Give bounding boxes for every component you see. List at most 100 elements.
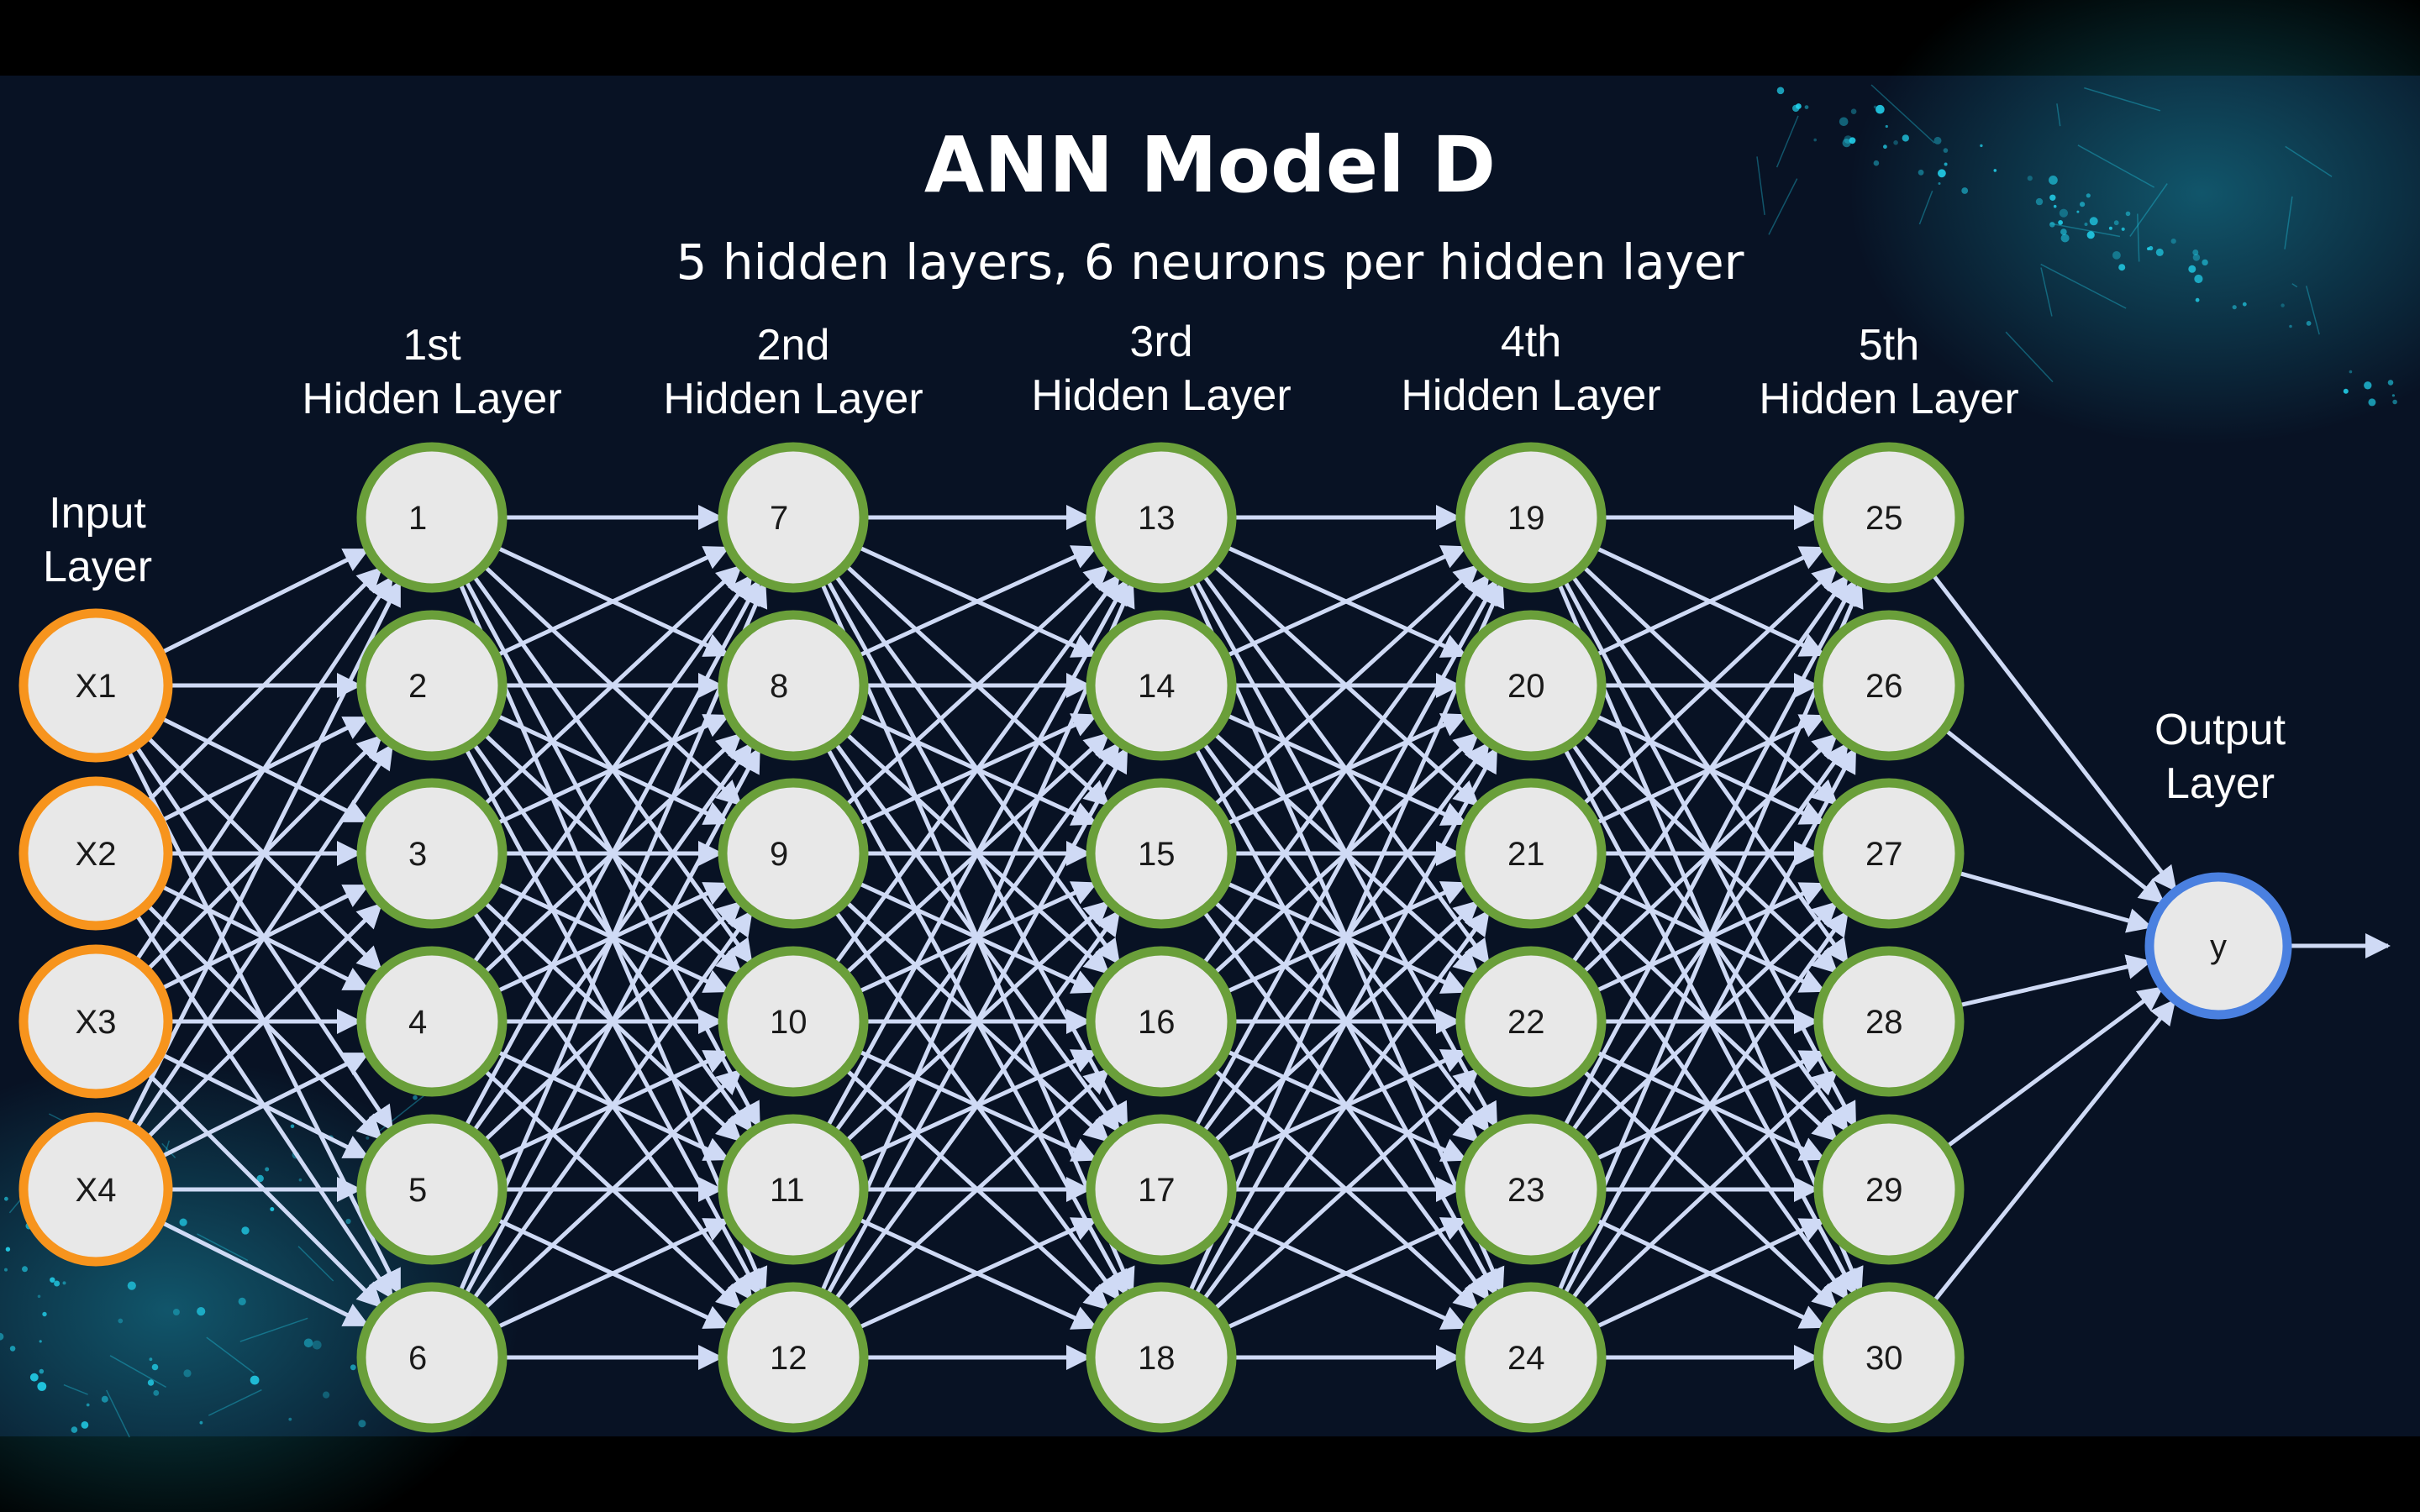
neuron-circle: [1455, 778, 1607, 929]
decor-speck: [1842, 139, 1851, 148]
decor-speck: [101, 1395, 108, 1403]
decor-line: [1756, 156, 1765, 215]
decor-speck: [241, 1226, 250, 1235]
connection-6-9: [471, 910, 753, 1302]
connection-18-19: [1187, 580, 1505, 1294]
decor-speck: [2089, 217, 2098, 226]
neuron-label: 30: [1865, 1340, 1903, 1377]
decor-speck: [22, 1266, 28, 1273]
decor-speck: [2194, 274, 2203, 284]
neuron-label: 17: [1138, 1172, 1176, 1209]
neuron-label: 14: [1138, 668, 1176, 705]
decor-speck: [1873, 160, 1880, 166]
connection-18-22: [1212, 1068, 1480, 1312]
connection-X4-3: [145, 902, 383, 1140]
decor-speck: [1876, 104, 1885, 114]
neuron-17: 17: [1086, 1114, 1237, 1265]
neuron-circle: [356, 1282, 508, 1433]
neuron-label: 26: [1865, 668, 1903, 705]
neuron-label: X4: [76, 1172, 117, 1209]
neuron-circle: [1813, 1282, 1965, 1433]
decor-speck: [1933, 136, 1942, 144]
decor-speck: [2086, 193, 2091, 198]
connection-17-19: [1193, 578, 1498, 1129]
decor-speck: [395, 1268, 400, 1273]
neuron-circle: [1086, 1282, 1237, 1433]
decor-speck: [2058, 220, 2064, 225]
connection-22-25: [1570, 574, 1849, 965]
neuron-label: 5: [408, 1172, 427, 1209]
decor-speck: [2368, 398, 2376, 407]
neuron-circle: [1086, 778, 1237, 929]
connection-11-13: [825, 578, 1128, 1129]
neuron-circle: [1813, 610, 1965, 761]
slide-title: ANN Model D: [924, 120, 1496, 210]
neuron-26: 26: [1813, 610, 1965, 761]
neuron-circle: [356, 1114, 508, 1265]
decor-line: [106, 1389, 130, 1438]
decor-speck: [1938, 182, 1941, 185]
decor-speck: [256, 1174, 264, 1183]
neuron-28: 28: [1813, 946, 1965, 1097]
neuron-circle: [718, 610, 869, 761]
connection-12-15: [833, 910, 1121, 1302]
neuron-label: 22: [1507, 1004, 1545, 1041]
connection-X4-2: [134, 743, 394, 1131]
layer-label-input: Input: [49, 489, 146, 538]
neuron-circle: [1813, 442, 1965, 593]
neuron-circle: [718, 442, 869, 593]
decor-speck: [288, 1417, 292, 1421]
neuron-label: 9: [770, 836, 788, 873]
decor-speck: [50, 1277, 55, 1283]
decor-speck: [2118, 264, 2126, 271]
decor-speck: [2035, 197, 2044, 206]
decor-line: [2056, 103, 2061, 127]
neuron-X2: X2: [18, 776, 173, 931]
decor-speck: [338, 1192, 345, 1200]
connection-12-13: [819, 581, 1135, 1294]
neuron-25: 25: [1813, 442, 1965, 593]
neuron-10: 10: [718, 946, 869, 1097]
decor-speck: [2202, 259, 2208, 266]
decor-line: [2077, 144, 2155, 188]
neuron-circle: [1086, 946, 1237, 1097]
decor-line: [2284, 196, 2293, 249]
decor-speck: [413, 1095, 418, 1100]
neuron-21: 21: [1455, 778, 1607, 929]
connection-6-8: [463, 747, 761, 1297]
layer-label-output: Layer: [2165, 759, 2275, 808]
decor-speck: [1796, 103, 1802, 109]
decor-line: [206, 1336, 255, 1374]
connection-18-20: [1193, 746, 1498, 1297]
decor-speck: [2188, 265, 2196, 273]
layer-label-hidden5: Hidden Layer: [1759, 375, 2018, 423]
decor-line: [2291, 283, 2298, 288]
neuron-24: 24: [1455, 1282, 1607, 1433]
decor-line: [1870, 84, 1935, 144]
neuron-circle: [1455, 442, 1607, 593]
neuron-12: 12: [718, 1282, 869, 1433]
connection-24-25: [1556, 581, 1864, 1294]
neuron-label: 21: [1507, 836, 1545, 873]
neuron-22: 22: [1455, 946, 1607, 1097]
connection-8-13: [856, 545, 1098, 659]
decor-speck: [1943, 148, 1949, 153]
connection-24-29: [1593, 1218, 1826, 1330]
decor-speck: [2155, 248, 2164, 256]
decor-speck: [172, 1309, 180, 1315]
neuron-circle: [1455, 1114, 1607, 1265]
decor-speck: [2060, 234, 2070, 243]
decor-speck: [312, 1340, 322, 1350]
decor-speck: [2364, 381, 2372, 390]
decor-line: [2005, 331, 2054, 383]
decor-speck: [118, 1318, 124, 1324]
decor-speck: [2049, 222, 2055, 228]
neuron-30: 30: [1813, 1282, 1965, 1433]
decor-line: [2040, 267, 2053, 317]
decor-line: [2137, 213, 2140, 262]
neuron-circle: [356, 610, 508, 761]
neurons: X1X2X3X412345678910111213141516171819202…: [18, 442, 2292, 1433]
decor-speck: [1849, 137, 1856, 144]
